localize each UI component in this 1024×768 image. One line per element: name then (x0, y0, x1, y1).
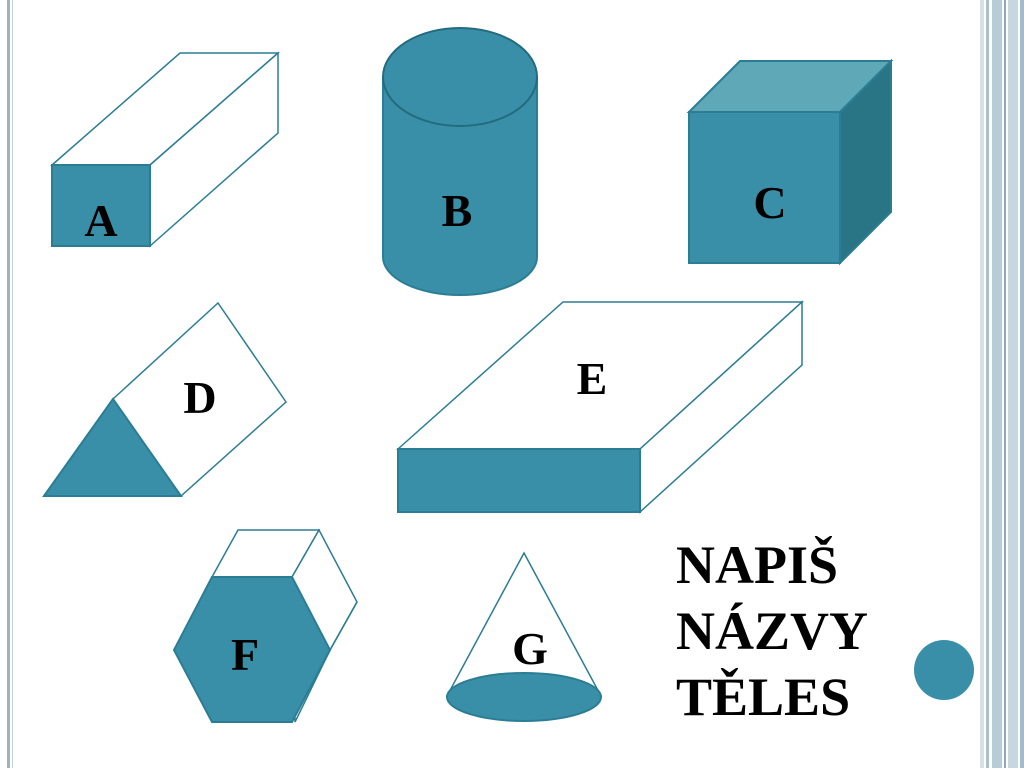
right-stripe (1008, 0, 1018, 768)
right-stripe (1020, 0, 1024, 768)
prism-d-front-face (42, 397, 183, 497)
prism-a-front-face (51, 164, 151, 247)
prism-f-edge (329, 601, 358, 651)
right-stripe (980, 0, 984, 768)
cone-base (446, 672, 602, 722)
shape-g-cone: G (445, 551, 603, 722)
right-stripe (986, 0, 989, 768)
right-stripe (992, 0, 1002, 768)
shape-c-cube: C (686, 58, 894, 266)
shape-label-d: D (183, 372, 216, 423)
title-line-1: NAPIŠ (676, 535, 839, 595)
shape-b-cylinder: B (382, 27, 538, 296)
slide-title: NAPIŠ NÁZVY TĚLES (676, 532, 868, 730)
shape-e-box: E (396, 300, 804, 514)
cylinder-top (382, 27, 538, 127)
decorative-circle (914, 640, 974, 700)
shape-a-square-prism: A (50, 51, 280, 248)
shape-label-c: C (753, 177, 786, 228)
title-line-3: TĚLES (676, 667, 851, 727)
shape-label-g: G (512, 623, 548, 674)
shape-label-e: E (577, 353, 608, 404)
cylinder-body (382, 76, 538, 296)
box-e-front-face (397, 448, 641, 513)
title-line-2: NÁZVY (676, 601, 869, 661)
shape-label-b: B (442, 185, 473, 236)
shape-f-hexagonal-prism: F (172, 528, 358, 723)
shape-label-a: A (84, 195, 117, 246)
left-border-thin-line (12, 0, 13, 768)
cube-front-face (688, 111, 841, 264)
shape-label-f: F (231, 629, 259, 680)
right-border-stripes (980, 0, 1024, 768)
prism-f-front-face (172, 576, 332, 723)
shape-d-triangular-prism: D (42, 301, 287, 498)
right-stripe (1004, 0, 1006, 768)
left-border-line (7, 0, 10, 768)
